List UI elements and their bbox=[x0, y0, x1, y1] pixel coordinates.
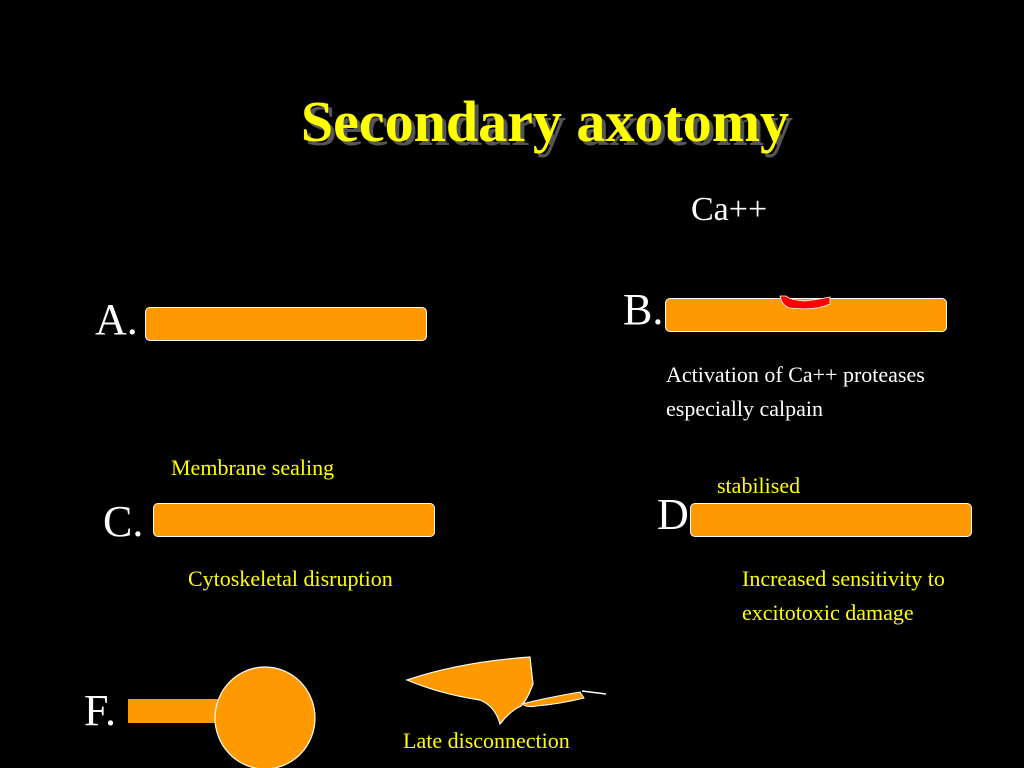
panel-f-axon-stump bbox=[128, 699, 228, 723]
distal-fragment bbox=[405, 656, 534, 726]
retraction-bulb bbox=[214, 666, 316, 768]
panel-f-letter: F. bbox=[84, 686, 116, 735]
panel-b-letter: B. bbox=[623, 285, 664, 334]
panel-b-caption-line2: especially calpain bbox=[666, 396, 823, 421]
panel-a-letter: A. bbox=[95, 295, 138, 344]
panel-d-axon bbox=[690, 503, 972, 537]
panel-b-axon bbox=[665, 298, 947, 332]
panel-a-axon bbox=[145, 307, 427, 341]
panel-c-axon bbox=[153, 503, 435, 537]
calcium-label: Ca++ bbox=[691, 191, 768, 228]
panel-c-letter: C. bbox=[103, 497, 144, 546]
panel-c-caption: Cytoskeletal disruption bbox=[188, 566, 393, 591]
panel-b-caption-line1: Activation of Ca++ proteases bbox=[666, 362, 925, 387]
distal-fragment-tail bbox=[520, 691, 585, 708]
panel-c-top-caption: Membrane sealing bbox=[171, 455, 335, 480]
panel-f-caption: Late disconnection bbox=[403, 728, 570, 753]
panel-d-caption-line2: excitotoxic damage bbox=[742, 600, 914, 625]
slide-title: Secondary axotomy bbox=[300, 89, 790, 154]
panel-d-top-caption: stabilised bbox=[717, 473, 801, 498]
panel-d-caption-line1: Increased sensitivity to bbox=[742, 566, 945, 591]
